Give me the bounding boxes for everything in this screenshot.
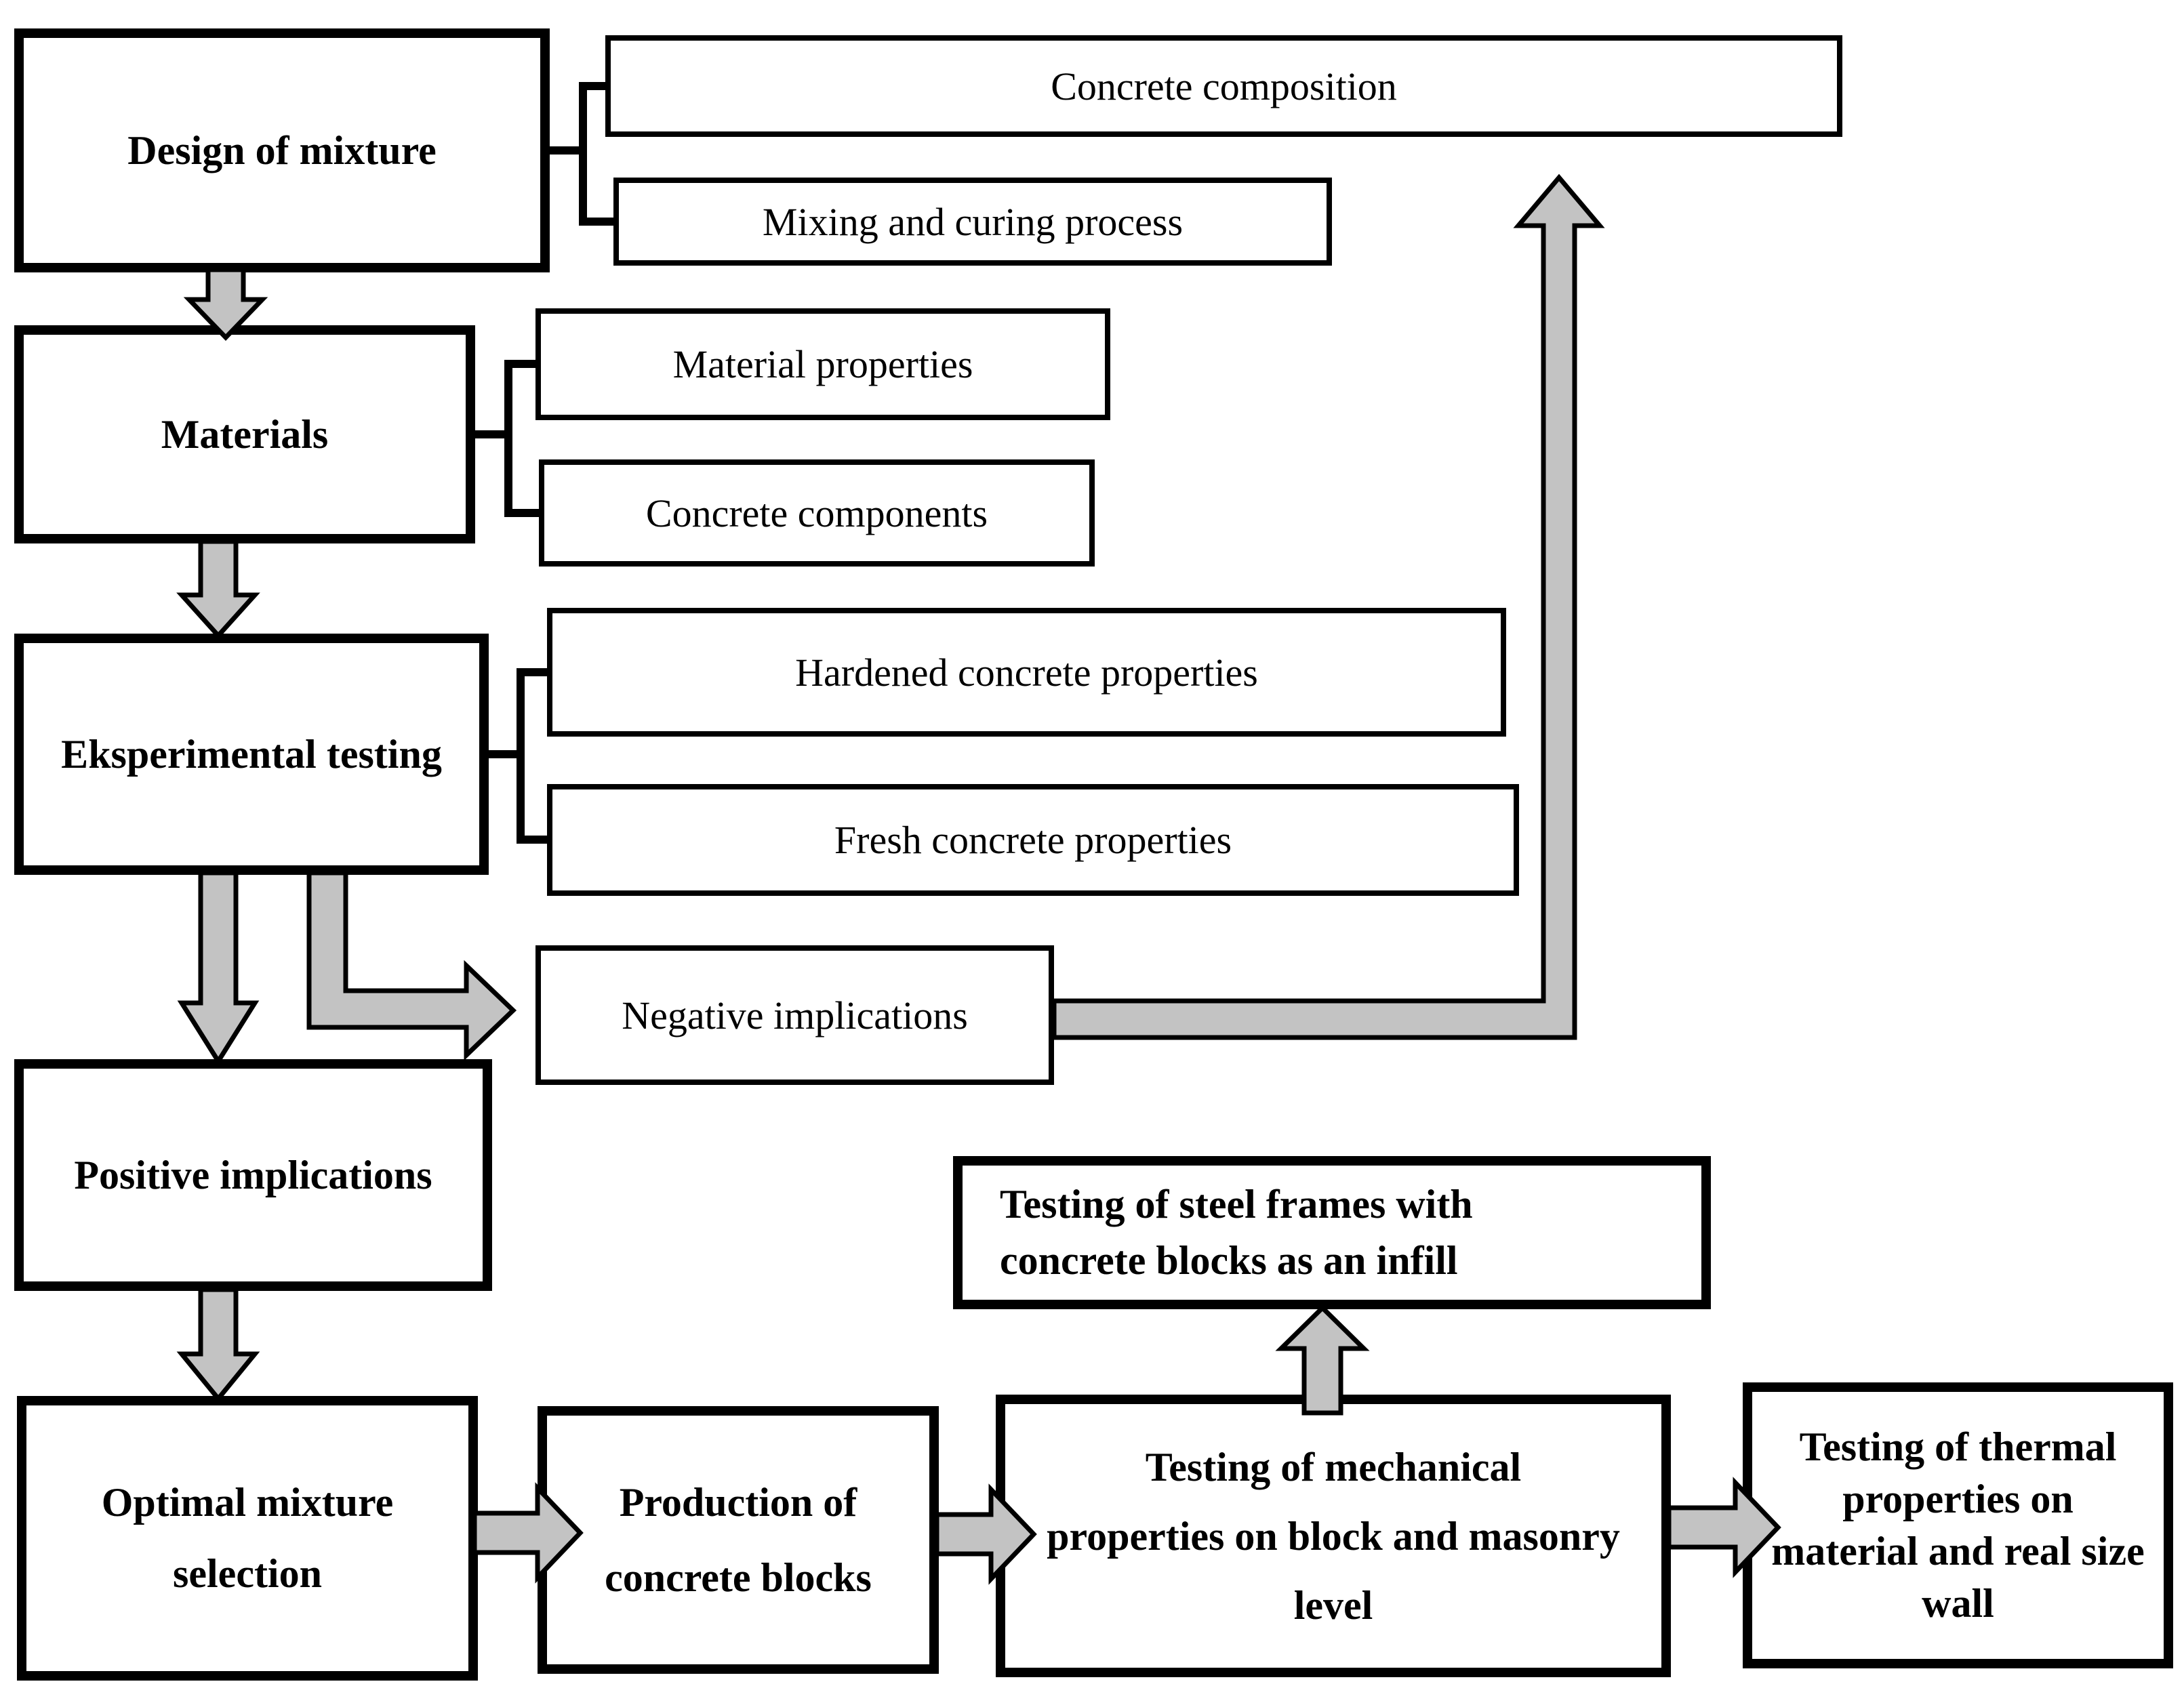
box-eksperimental-testing: Eksperimental testing <box>14 634 489 875</box>
box-production-concrete-blocks-line2: concrete blocks <box>605 1555 872 1600</box>
box-optimal-mixture-selection-line2: selection <box>173 1551 322 1596</box>
box-testing-thermal-properties: Testing of thermal properties on materia… <box>1743 1382 2173 1668</box>
box-production-concrete-blocks-line1: Production of <box>619 1479 857 1525</box>
box-testing-mechanical-properties-line2: properties on block and masonry <box>1047 1513 1620 1559</box>
box-testing-mechanical-properties: Testing of mechanical properties on bloc… <box>996 1395 1671 1677</box>
box-mixing-and-curing-process-label: Mixing and curing process <box>762 199 1184 244</box>
box-concrete-components: Concrete components <box>539 459 1095 567</box>
box-material-properties-label: Material properties <box>672 342 973 386</box>
box-mixing-and-curing-process: Mixing and curing process <box>613 178 1332 266</box>
box-concrete-composition-label: Concrete composition <box>1051 64 1397 108</box>
box-testing-mechanical-properties-line3: level <box>1293 1582 1373 1628</box>
arrow-positive-to-optimal <box>176 1287 260 1403</box>
box-design-of-mixture-label: Design of mixture <box>127 127 437 173</box>
box-fresh-concrete-properties: Fresh concrete properties <box>547 784 1519 896</box>
box-testing-thermal-properties-line1: Testing of thermal <box>1799 1424 2117 1470</box>
box-testing-mechanical-properties-line1: Testing of mechanical <box>1145 1444 1522 1489</box>
arrow-eksperimental-to-positive <box>177 870 260 1066</box>
arrow-eksperimental-to-negative <box>306 870 517 1061</box>
bracket-materials-to-subboxes <box>475 360 539 517</box>
box-testing-thermal-properties-line2: properties on <box>1842 1477 2074 1522</box>
box-concrete-composition: Concrete composition <box>605 35 1842 137</box>
box-optimal-mixture-selection-line1: Optimal mixture <box>101 1480 394 1525</box>
bracket-design-to-subboxes <box>550 82 613 226</box>
box-optimal-mixture-selection: Optimal mixture selection <box>17 1396 478 1681</box>
arrow-materials-to-eksperimental <box>176 539 260 640</box>
box-design-of-mixture: Design of mixture <box>14 28 550 272</box>
box-materials-label: Materials <box>161 411 329 457</box>
box-positive-implications-label: Positive implications <box>74 1152 432 1197</box>
box-materials: Materials <box>14 325 475 543</box>
box-testing-steel-frames-line1: Testing of steel frames with <box>1000 1182 1473 1227</box>
box-material-properties: Material properties <box>535 308 1110 420</box>
box-eksperimental-testing-label: Eksperimental testing <box>61 731 442 777</box>
box-negative-implications: Negative implications <box>535 945 1054 1085</box>
box-testing-steel-frames: Testing of steel frames with concrete bl… <box>953 1156 1711 1309</box>
box-negative-implications-label: Negative implications <box>622 993 968 1037</box>
box-fresh-concrete-properties-label: Fresh concrete properties <box>834 818 1232 862</box>
box-positive-implications: Positive implications <box>14 1059 492 1291</box>
box-concrete-components-label: Concrete components <box>645 491 988 535</box>
box-hardened-concrete-properties: Hardened concrete properties <box>547 608 1506 737</box>
box-testing-thermal-properties-line3: material and real size <box>1771 1529 2145 1574</box>
box-hardened-concrete-properties-label: Hardened concrete properties <box>795 650 1258 695</box>
bracket-eksperimental-to-subboxes <box>489 668 547 844</box>
box-testing-steel-frames-line2: concrete blocks as an infill <box>1000 1238 1458 1283</box>
box-production-concrete-blocks: Production of concrete blocks <box>538 1406 939 1674</box>
box-testing-thermal-properties-line4: wall <box>1922 1580 1994 1626</box>
